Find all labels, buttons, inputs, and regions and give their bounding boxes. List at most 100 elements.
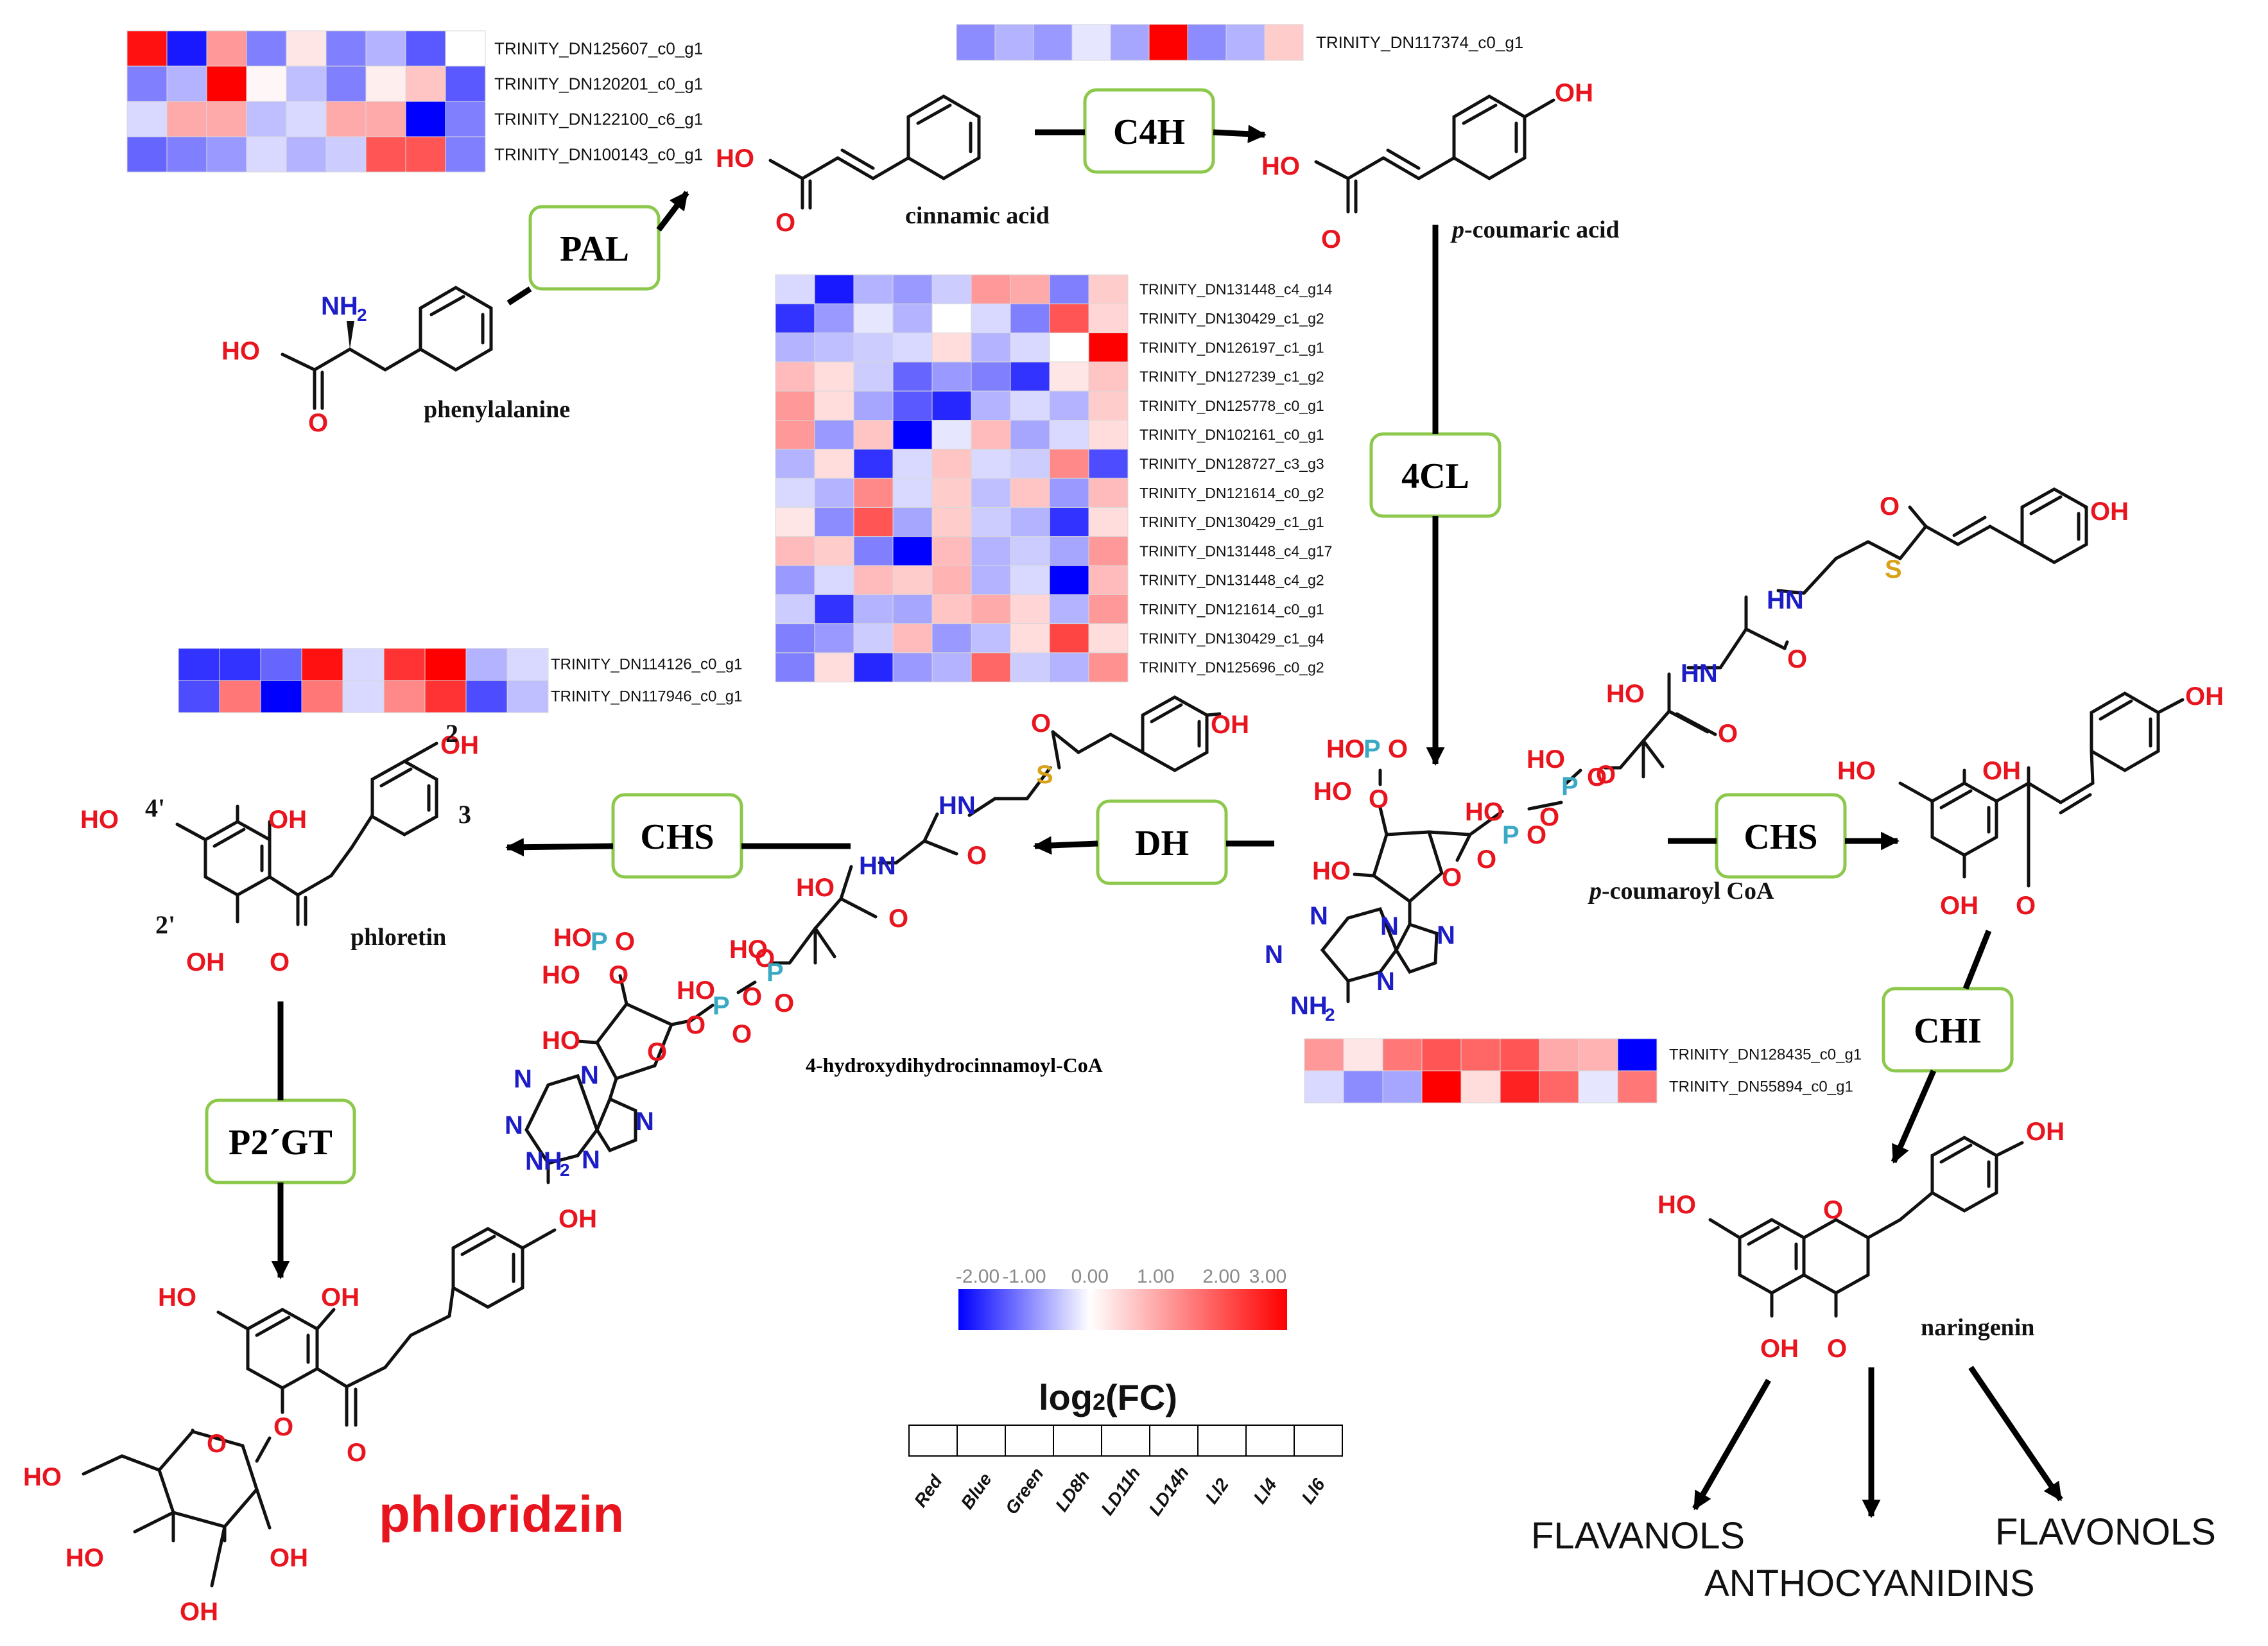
heatmap-cell [931,652,972,682]
legend-tick-label: 0.00 [1071,1266,1109,1287]
heatmap-cell [1010,274,1050,304]
heatmap-cell [1110,24,1150,61]
heatmap-cell [1010,652,1050,682]
coa-s: S [1885,555,1902,584]
heatmap-cell [892,652,933,682]
phz-o2: O [347,1439,367,1467]
heatmap-cell [971,536,1011,566]
legend-sample-cell [1197,1425,1247,1457]
structure-phloretin: OH HO OH OH O 2 3 4' 2' phloretin [80,719,479,976]
heatmap-cell [853,652,894,682]
chal-oh1: OH [2185,682,2224,711]
heatmap-cell [971,449,1011,479]
phl-pos-2: 2 [446,719,458,748]
heatmap-cell [892,449,933,479]
hd-p3: P [591,928,608,956]
gene-label: TRINITY_DN121614_c0_g1 [1139,601,1324,618]
label-phloretin: phloretin [351,924,446,951]
heatmap-cell [1010,449,1050,479]
coa-ho2: HO [1527,745,1565,774]
heatmap-cell [206,65,247,102]
enzyme-pal: PAL [528,205,661,291]
heatmap-cell [1010,478,1050,508]
phl-pos-3: 3 [458,800,471,829]
legend-tick-label: 1.00 [1137,1266,1174,1287]
heatmap-cell [1049,652,1089,682]
heatmap-cell [971,390,1011,421]
heatmap-cell [1088,274,1129,304]
heatmap-cell [1187,24,1227,61]
heatmap-cell [506,648,549,681]
phz-o1: O [273,1413,293,1441]
coa-oh: OH [2090,498,2129,526]
enzyme-c4h-label: C4H [1113,112,1185,152]
product-flavonols: FLAVONOLS [1995,1511,2216,1553]
legend-sample-cell [1053,1425,1102,1457]
heatmap-cell [971,594,1011,625]
gene-label: TRINITY_DN114126_c0_g1 [551,656,742,673]
arrow-dh-hydroxy [1033,836,1098,855]
heatmap-cell [445,136,486,173]
heatmap-cell [445,65,486,102]
pca-ho: HO [1261,152,1300,180]
heatmap-cell [1049,449,1089,479]
heatmap-cell [971,652,1011,682]
heatmap-cell [286,101,327,137]
nar-o2: O [1827,1335,1847,1363]
hd-o1: O [1031,709,1051,738]
heatmap-cell [1539,1070,1579,1104]
heatmap-cell [178,648,220,681]
phz-oh2: OH [321,1283,359,1312]
phl-pos-2p: 2' [155,910,175,939]
heatmap-cell [892,390,933,421]
coa-o5: O [1587,763,1607,792]
heatmap-cell [775,594,815,625]
heatmap-cell [814,507,854,537]
heatmap-cell [931,478,972,508]
legend-tick-label: -1.00 [1002,1266,1046,1287]
heatmap-cell [166,136,207,173]
heatmap-cell [1010,333,1050,363]
arrow-chs-phloretin [505,838,614,857]
heatmap-cell [814,361,854,392]
heatmap-cell [931,303,972,334]
heatmap-cell [445,101,486,137]
hd-n5: N [582,1146,600,1174]
heatmap-cell [775,536,815,566]
heatmap-cell [931,623,972,654]
heatmap-cell [301,680,343,713]
hd-nh2: NH [525,1147,562,1175]
heatmap-cell [1010,507,1050,537]
legend-sample-cell [1101,1425,1150,1457]
heatmap-cell [853,274,894,304]
hd-o9: O [615,928,635,956]
heatmap-cell [994,24,1034,61]
coa-p2: P [1502,821,1519,849]
heatmap-cell [775,565,815,595]
heatmap-cell [853,390,894,421]
legend-sample-label: Green [1001,1464,1048,1518]
label-p-coumaroyl-coa: p-coumaroyl CoA [1588,878,1774,905]
heatmap-cell [1088,361,1129,392]
phe-nh2: NH [321,292,358,320]
legend-tick-label: -2.00 [956,1266,1000,1287]
heatmap-cell [126,30,168,67]
label-hydroxydihydrocinnamoyl-coa: 4-hydroxydihydrocinnamoyl-CoA [806,1053,1103,1077]
coa-ho3: HO [1465,798,1503,826]
heatmap-cell [1049,565,1089,595]
gene-label: TRINITY_DN130429_c1_g4 [1139,630,1324,646]
heatmap-cell [814,420,854,450]
coa-ho1: HO [1606,680,1645,708]
heatmap-cell [853,507,894,537]
legend-gradient-bar [958,1289,1287,1330]
heatmap-chs-left: TRINITY_DN114126_c0_g1TRINITY_DN117946_c… [178,648,742,713]
hd-ho5: HO [542,961,580,989]
heatmap-cell [892,274,933,304]
phl-oh3: OH [186,948,225,976]
hd-ho3: HO [677,976,715,1005]
coa-n5: N [1376,967,1395,996]
heatmap-cell [775,333,815,363]
heatmap-cell [1343,1070,1383,1104]
heatmap-cell [1225,24,1265,61]
heatmap-cell [971,565,1011,595]
